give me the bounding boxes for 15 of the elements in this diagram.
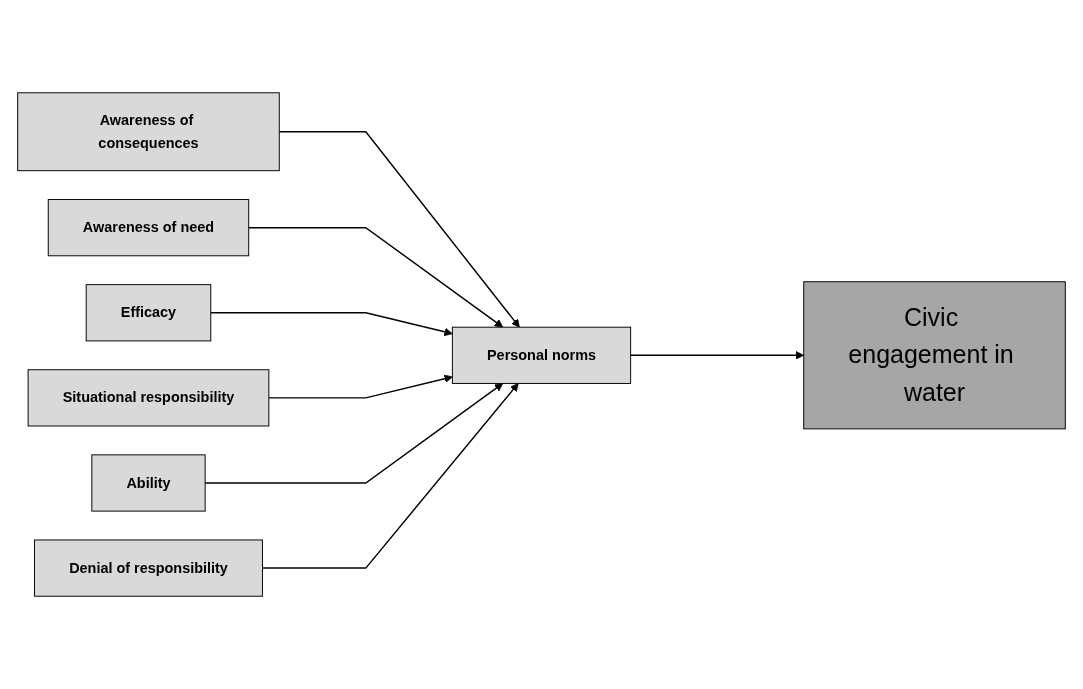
- node-box: Denial of responsibility: [34, 539, 263, 597]
- arrow: [261, 383, 519, 569]
- arrow: [248, 226, 504, 328]
- node-box: Civic engagement in water: [803, 281, 1066, 430]
- node-box: Awareness of need: [47, 199, 250, 257]
- arrow: [210, 312, 453, 337]
- node-box: Efficacy: [85, 284, 212, 342]
- arrow: [268, 374, 453, 399]
- arrow: [629, 351, 805, 360]
- arrow: [204, 383, 504, 484]
- node-box: Awareness of consequences: [17, 92, 280, 172]
- node-box: Personal norms: [451, 326, 632, 384]
- node-box: Ability: [91, 454, 206, 512]
- arrow: [278, 131, 520, 328]
- node-box: Situational responsibility: [27, 369, 270, 427]
